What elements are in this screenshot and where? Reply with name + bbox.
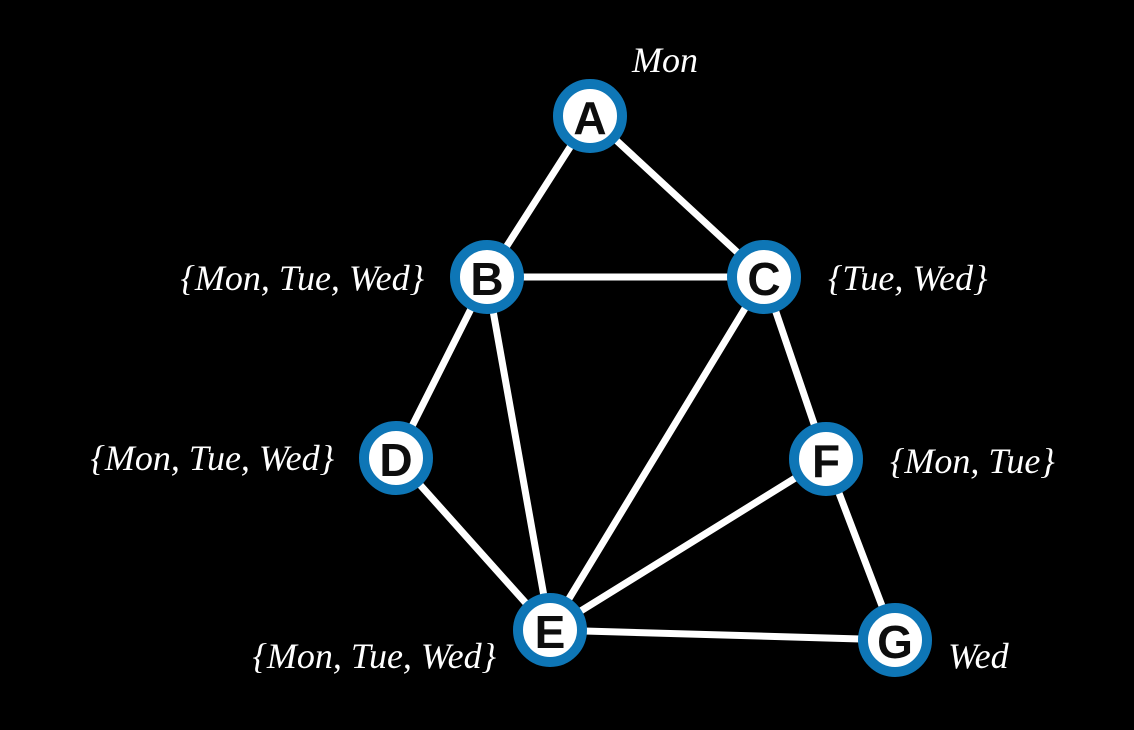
node-D-circle <box>359 421 433 495</box>
edge-E-G <box>546 626 899 644</box>
edge-E-F <box>546 455 830 634</box>
node-F-letter: F <box>812 435 840 487</box>
node-C: C <box>727 240 801 314</box>
node-E: E <box>513 593 587 667</box>
node-A-letter: A <box>573 92 606 144</box>
node-B-domain-label: {Mon, Tue, Wed} <box>181 258 425 298</box>
node-B-letter: B <box>470 253 503 305</box>
node-G: G <box>858 603 932 677</box>
edge-C-E <box>546 273 768 634</box>
node-C-domain-label: {Tue, Wed} <box>828 258 988 298</box>
node-B: B <box>450 240 524 314</box>
node-A-domain-label: Mon <box>631 40 698 80</box>
node-D: D <box>359 421 433 495</box>
node-A-circle <box>553 79 627 153</box>
node-G-domain-label: Wed <box>948 636 1010 676</box>
node-C-letter: C <box>747 253 780 305</box>
node-A: A <box>553 79 627 153</box>
node-D-domain-label: {Mon, Tue, Wed} <box>91 438 335 478</box>
edge-A-C <box>586 112 768 281</box>
node-F: F <box>789 422 863 496</box>
node-G-circle <box>858 603 932 677</box>
node-E-letter: E <box>535 606 566 658</box>
node-E-domain-label: {Mon, Tue, Wed} <box>253 636 497 676</box>
node-E-circle <box>513 593 587 667</box>
edge-B-E <box>483 273 554 634</box>
node-B-circle <box>450 240 524 314</box>
edge-D-E <box>392 454 554 634</box>
node-D-letter: D <box>379 434 412 486</box>
node-F-circle <box>789 422 863 496</box>
node-F-domain-label: {Mon, Tue} <box>890 441 1055 481</box>
node-G-letter: G <box>877 616 913 668</box>
node-C-circle <box>727 240 801 314</box>
